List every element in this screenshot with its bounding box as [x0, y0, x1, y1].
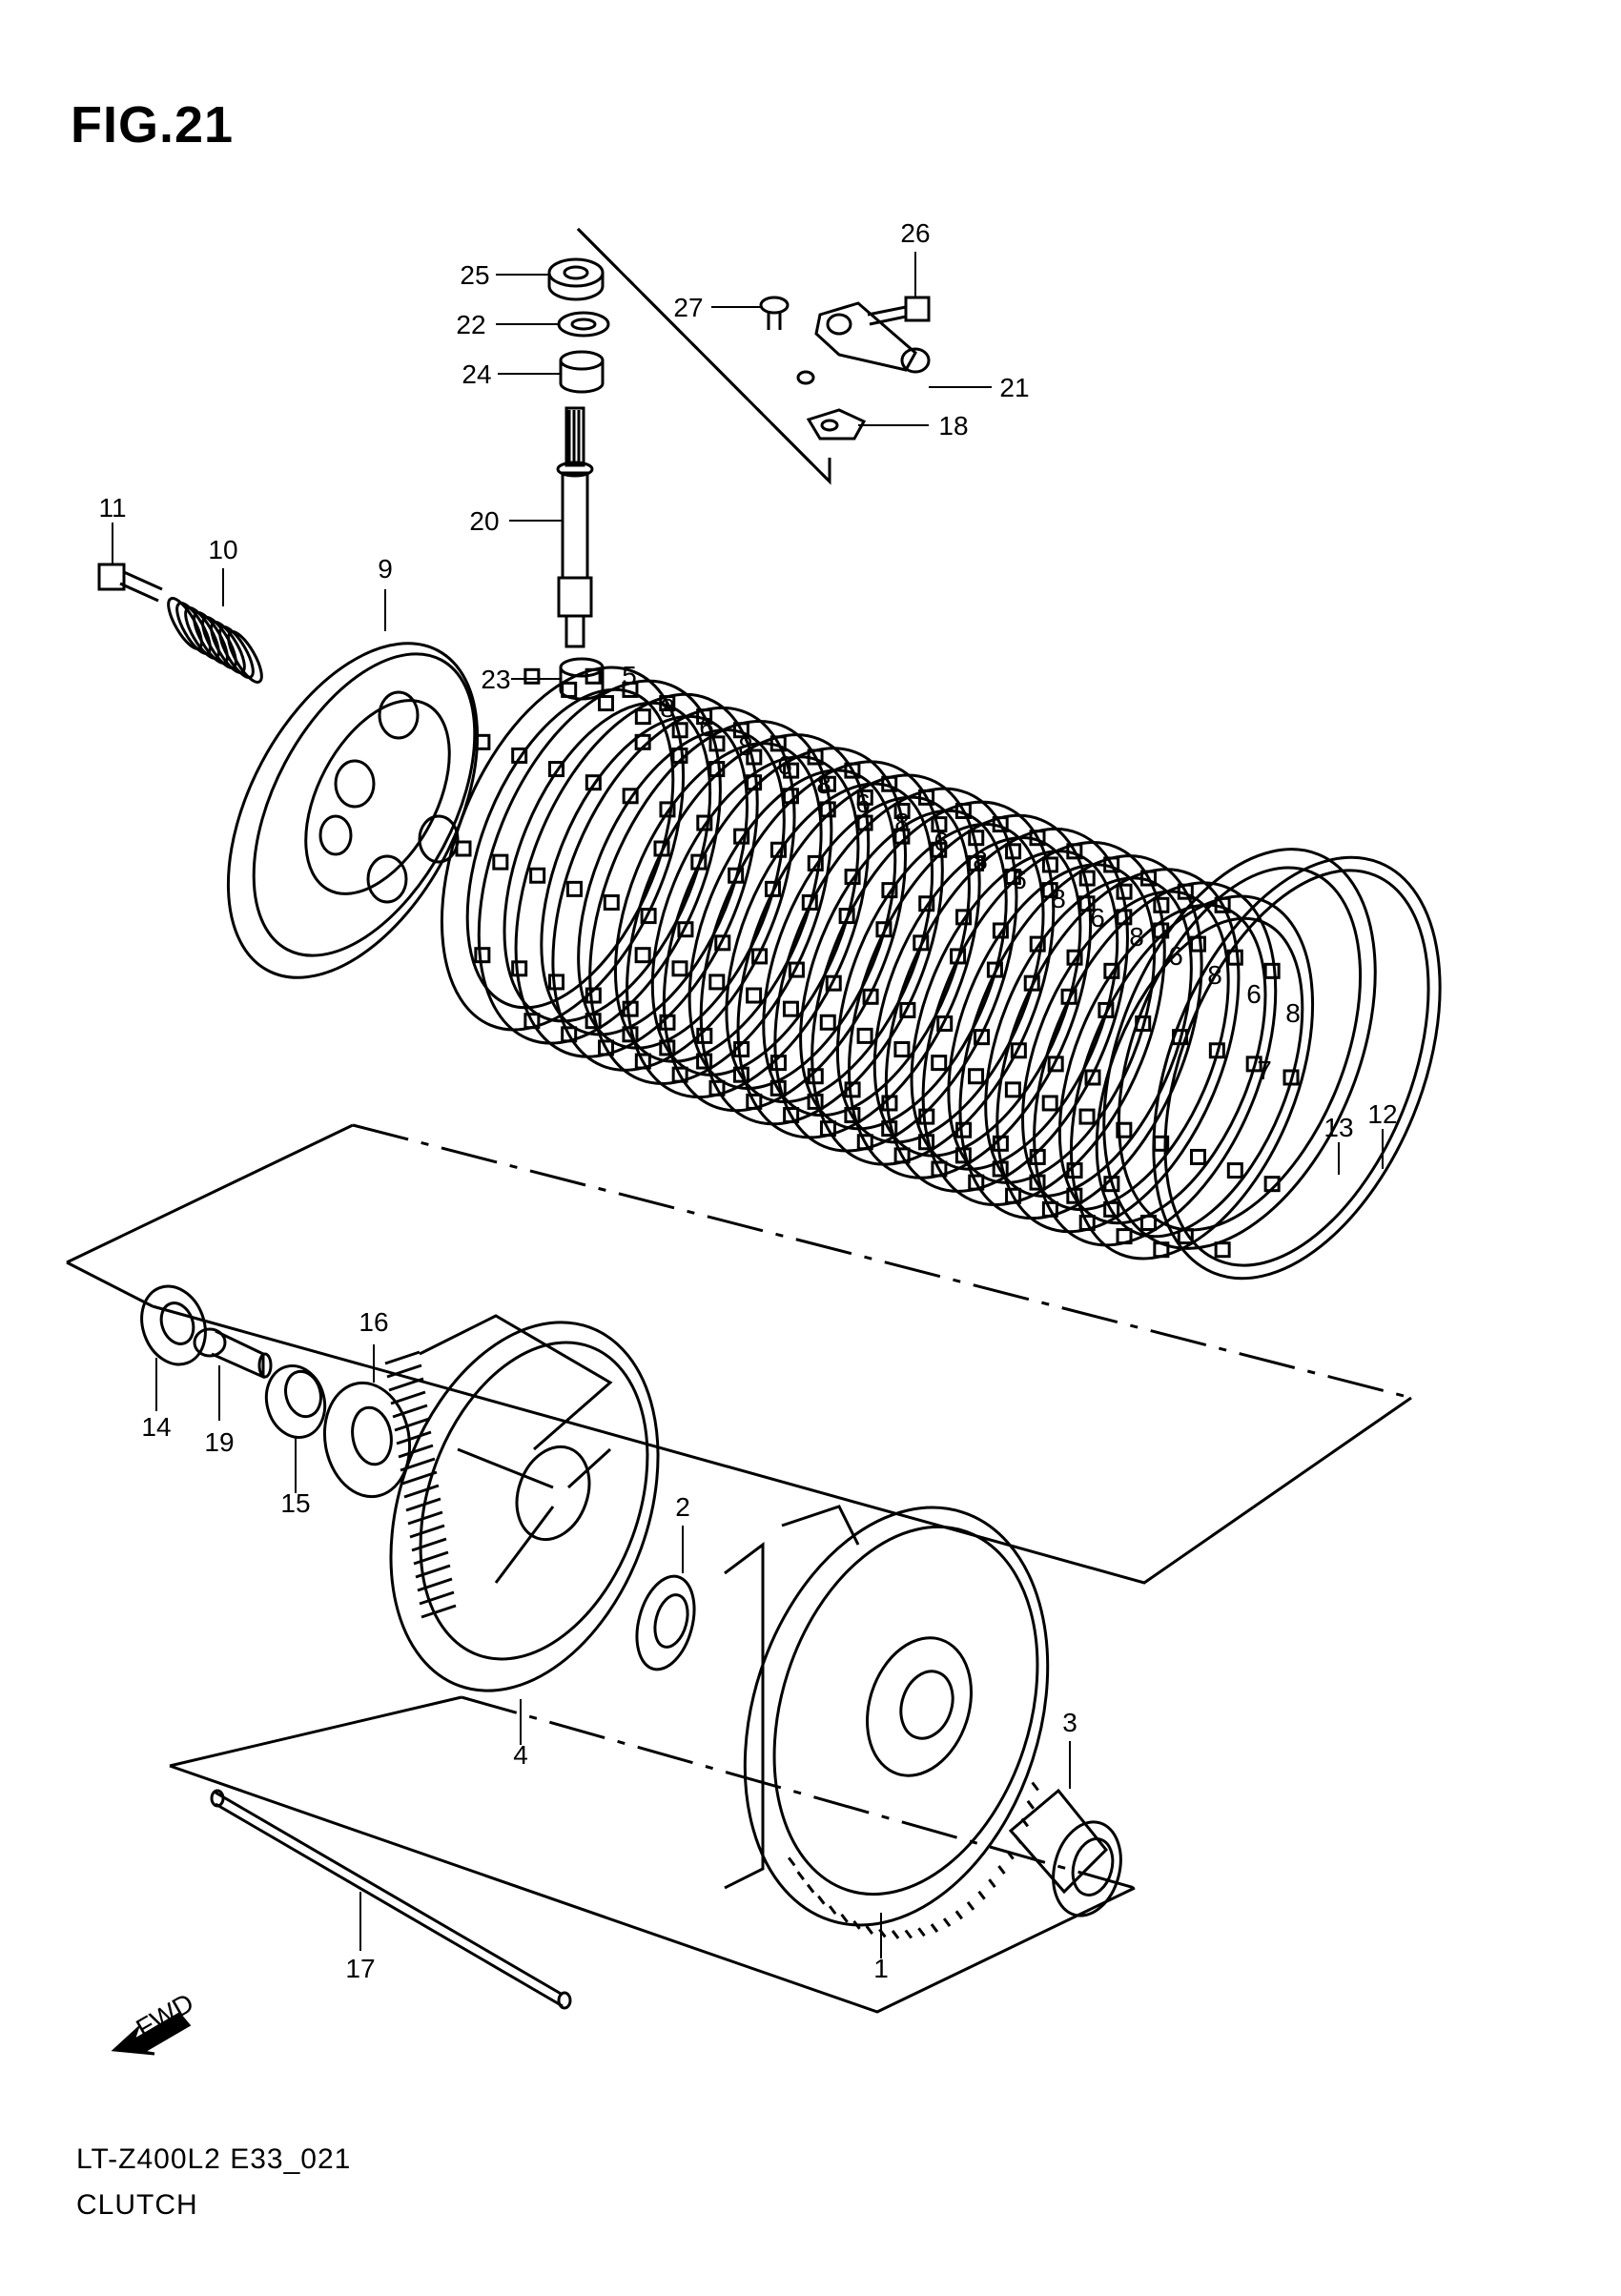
stack-label-8: 8: [1051, 884, 1066, 913]
part-14-bearing: [140, 1284, 207, 1366]
leader-lines: [112, 252, 1384, 1958]
callout-24: 24: [462, 359, 491, 389]
stack-plate: [921, 841, 1166, 1206]
part-21-release-arm: [814, 301, 931, 374]
stack-label-6: 6: [777, 750, 792, 780]
stack-label-6: 6: [1246, 979, 1262, 1009]
callout-14: 14: [141, 1412, 171, 1442]
part-24-needle-bearing: [559, 350, 605, 394]
callout-4: 4: [513, 1740, 528, 1770]
part-20-release-shaft: [556, 406, 594, 648]
part-9-pressure-plate: [226, 642, 480, 979]
callout-25: 25: [460, 260, 489, 290]
part-10-spring: [167, 597, 263, 684]
callout-7: 7: [1257, 1056, 1272, 1085]
callout-10: 10: [208, 535, 237, 564]
stack-label-8: 8: [1207, 960, 1222, 990]
callout-15: 15: [280, 1488, 310, 1518]
lower-bracket: [169, 1695, 1136, 2014]
stack-plate: [736, 773, 981, 1139]
part-2-washer: [635, 1574, 696, 1671]
release-arm-dashed-line: [576, 227, 831, 483]
figure-title: FIG.21: [71, 96, 235, 154]
clutch-plate-stack: [440, 666, 1315, 1261]
stack-label-6: 6: [1012, 865, 1027, 894]
stack-plate: [588, 720, 833, 1085]
callout-20: 20: [469, 506, 499, 536]
part-11-bolt: [97, 563, 163, 603]
callout-22: 22: [456, 310, 485, 339]
callout-12: 12: [1367, 1099, 1397, 1129]
stack-label-6: 6: [699, 712, 714, 742]
callout-23: 23: [481, 665, 510, 694]
part-15-nut: [264, 1363, 327, 1440]
stack-plate: [1033, 881, 1278, 1247]
callout-26: 26: [900, 218, 930, 248]
stack-label-8: 8: [816, 769, 831, 799]
stack-plate: [773, 787, 1018, 1153]
stack-plate: [626, 733, 871, 1099]
fwd-arrow: [111, 2012, 192, 2056]
callout-2: 2: [675, 1492, 690, 1522]
callout-1: 1: [873, 1954, 889, 1983]
stack-plate: [699, 760, 944, 1126]
stack-plate: [514, 692, 759, 1058]
part-4-sleeve-hub: [389, 1314, 660, 1692]
part-18-plate: [796, 370, 867, 441]
stack-label-6: 6: [934, 827, 949, 856]
part-19-spacer: [193, 1327, 273, 1380]
stack-plate: [995, 868, 1241, 1234]
callout-19: 19: [204, 1427, 234, 1457]
callout-3: 3: [1062, 1708, 1077, 1737]
part-12-judder-spring: [1152, 855, 1442, 1281]
stack-label-8: 8: [973, 846, 988, 875]
stack-plate: [477, 679, 722, 1045]
stack-label-8: 8: [1129, 922, 1144, 952]
middle-bracket: [66, 1123, 354, 1308]
part-25-bearing: [547, 257, 605, 301]
part-1-clutch-housing: [724, 1505, 1050, 1927]
part-27-screw: [759, 296, 790, 330]
callout-17: 17: [345, 1954, 375, 1983]
callout-11: 11: [98, 493, 126, 523]
stack-plate: [662, 747, 907, 1113]
stack-label-6: 6: [855, 789, 871, 818]
stack-label-8: 8: [1285, 998, 1301, 1028]
stack-label-6: 6: [1090, 903, 1105, 933]
part-4-spline-teeth: [384, 1350, 457, 1619]
part-3-bushing: [1008, 1788, 1122, 1917]
stack-plate: [551, 706, 796, 1072]
stack-label-8: 8: [660, 693, 675, 723]
callout-labels: 1234579101112131415161718192021222324252…: [98, 218, 1397, 1983]
callout-18: 18: [938, 411, 968, 441]
part-26-bolt: [867, 296, 931, 326]
part-17-push-rod: [210, 1789, 572, 2010]
stack-plate: [440, 666, 686, 1032]
part-16-lock-washer: [322, 1381, 412, 1499]
stack-label-8: 8: [894, 808, 910, 837]
callout-16: 16: [359, 1307, 388, 1337]
stack-plate: [884, 827, 1129, 1193]
stack-plate: [848, 813, 1093, 1179]
callout-21: 21: [999, 373, 1029, 402]
part-22-washer: [557, 311, 610, 338]
figure-name: CLUTCH: [76, 2189, 198, 2221]
callout-9: 9: [378, 554, 393, 584]
part-1-gear-teeth: [788, 1781, 1039, 1939]
stack-label-8: 8: [738, 731, 753, 761]
callout-5: 5: [622, 661, 637, 690]
callout-27: 27: [673, 293, 703, 322]
callout-13: 13: [1323, 1113, 1353, 1142]
model-code: LT-Z400L2 E33_021: [76, 2143, 352, 2175]
stack-label-6: 6: [1168, 941, 1183, 971]
